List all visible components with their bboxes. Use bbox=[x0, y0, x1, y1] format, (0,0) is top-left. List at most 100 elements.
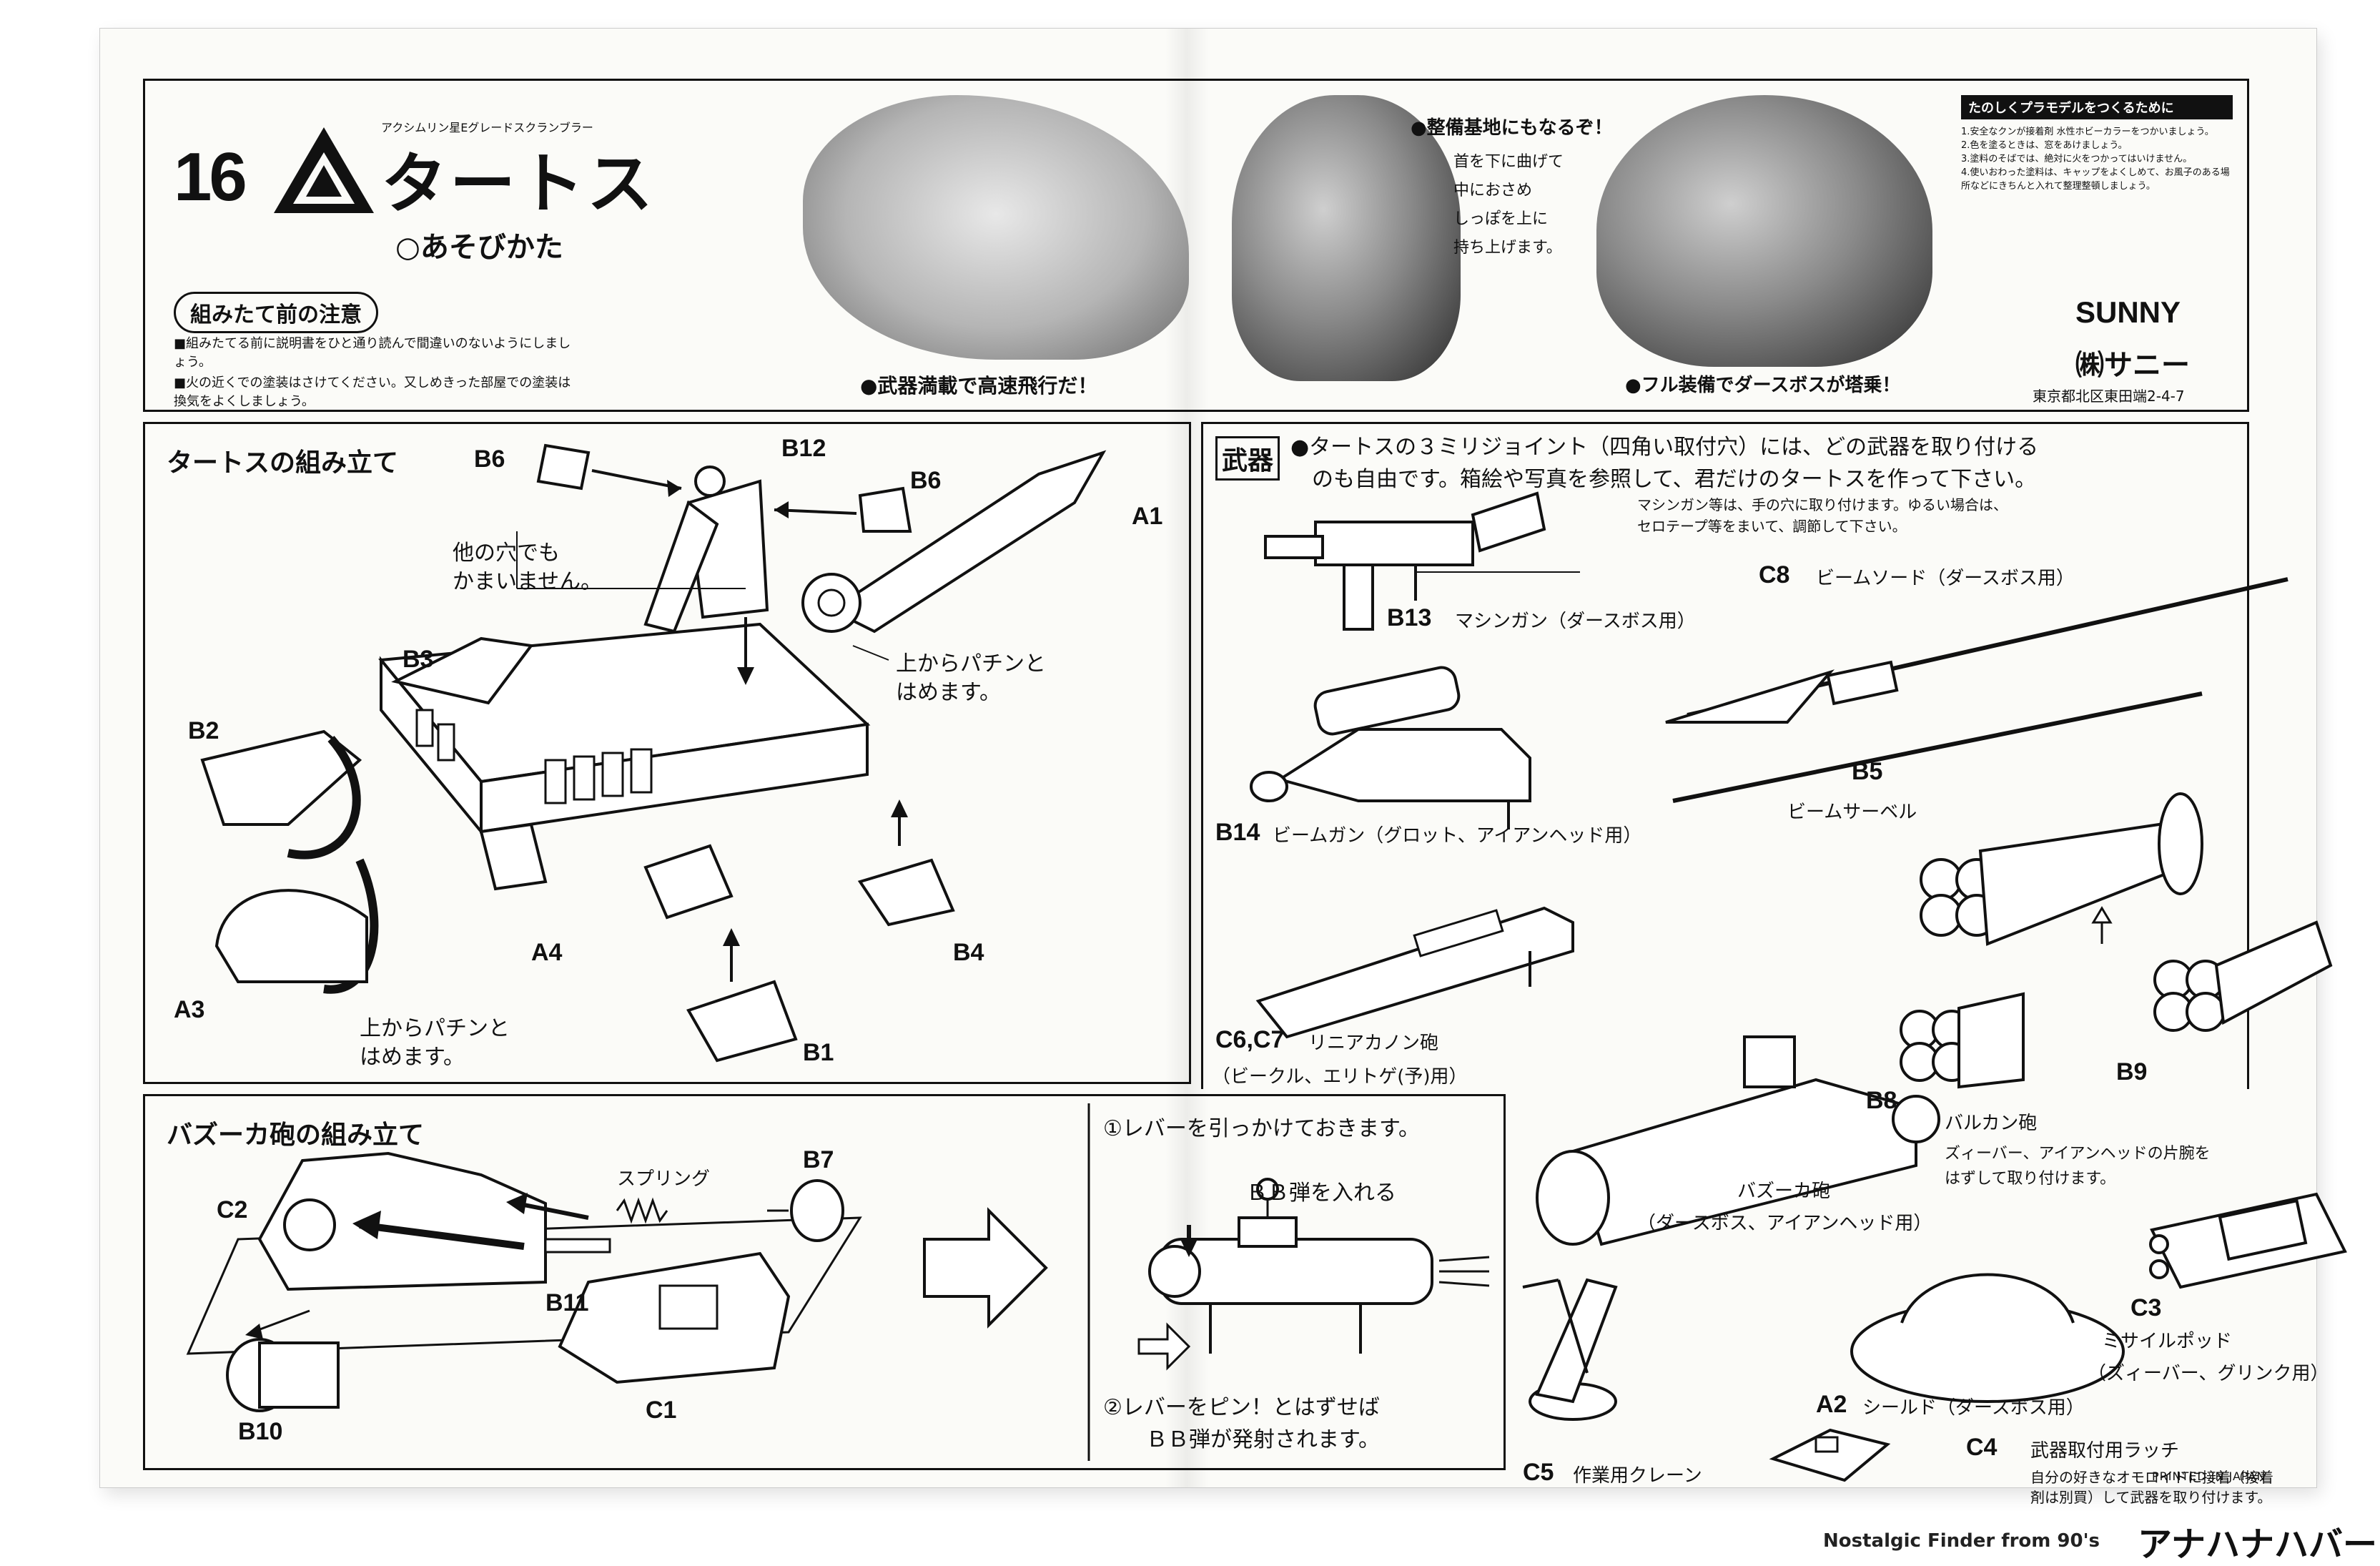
company-name: ㈱サニー bbox=[2075, 349, 2190, 382]
weapon-code-c3: C3 bbox=[2130, 1294, 2162, 1321]
weapons-diagram bbox=[1250, 491, 2347, 1482]
photo-tartos-flight bbox=[803, 95, 1189, 360]
subtitle-ruby: アクシムリン星Eグレードスクランブラー bbox=[381, 121, 593, 134]
triangle-a-emblem-icon bbox=[274, 127, 374, 213]
snap-note-line: はめます。 bbox=[896, 680, 1001, 705]
part-label-b12: B12 bbox=[781, 435, 826, 462]
part-label-b4: B4 bbox=[953, 939, 984, 966]
watermark-japanese: アナハナハバー bbox=[2138, 1525, 2378, 1565]
weapon-name-c3: ミサイルポッド bbox=[2102, 1331, 2233, 1352]
weapon-name-c8: ビームソード（ダースボス用） bbox=[1816, 568, 2075, 589]
weapons-intro-line1: ●タートスの３ミリジョイント（四角い取付穴）には、どの武器を取り付ける bbox=[1290, 435, 2039, 460]
bazooka-step-2-line2: ＢＢ弾が発射されます。 bbox=[1146, 1427, 1380, 1452]
weapon-note-c3: （ズィーバー、グリンク用） bbox=[2088, 1363, 2329, 1384]
safety-item: 2.色を塗るときは、窓をあけましょう。 bbox=[1961, 140, 2128, 151]
hole-note-line: かまいません。 bbox=[453, 569, 603, 594]
photo-note-line: 中におさめ bbox=[1453, 182, 1533, 200]
latch-note-line2: 剤は別買）して武器を取り付けます。 bbox=[2030, 1489, 2272, 1506]
photo-caption-flight: ●武器満載で高速飛行だ！ bbox=[860, 374, 1098, 398]
weapon-code-b14: B14 bbox=[1215, 819, 1260, 846]
weapon-code-a2: A2 bbox=[1816, 1391, 1847, 1418]
weapons-panel bbox=[1201, 422, 2249, 1089]
printed-in-japan: PRINTED IN JAPAN bbox=[2152, 1469, 2266, 1483]
part-label-b10: B10 bbox=[238, 1418, 283, 1445]
part-label-a1: A1 bbox=[1132, 503, 1163, 530]
weapon-name-c6-c7: リニアカノン砲 bbox=[1308, 1033, 1439, 1054]
assembly-title: タートスの組み立て bbox=[167, 448, 399, 478]
weapon-code-b9: B9 bbox=[2116, 1058, 2148, 1085]
snap-note-line: 上からパチンと bbox=[360, 1016, 510, 1041]
part-label-b11: B11 bbox=[545, 1289, 589, 1316]
assembly-panel: タートスの組み立て bbox=[143, 422, 1191, 1084]
weapons-title: 武器 bbox=[1221, 446, 1273, 476]
safety-box: たのしくプラモデルをつくるために 1.安全なクンが接着剤 水性ホビーカラーをつか… bbox=[1961, 95, 2233, 245]
photo-note-line: 首を下に曲げて bbox=[1453, 153, 1564, 171]
hole-note-line: 他の穴でも bbox=[453, 541, 560, 566]
part-label-c2: C2 bbox=[217, 1196, 248, 1223]
weapon-name-b9: バルカン砲 bbox=[1945, 1113, 2038, 1134]
part-label-b6-right: B6 bbox=[910, 467, 942, 494]
weapons-intro-line2: のも自由です。箱絵や写真を参照して、君だけのタートスを作って下さい。 bbox=[1312, 467, 2037, 492]
spring-label: スプリング bbox=[617, 1168, 711, 1190]
safety-item: 1.安全なクンが接着剤 水性ホビーカラーをつかいましょう。 bbox=[1961, 127, 2214, 137]
tape-note-line1: マシンガン等は、手の穴に取り付けます。ゆるい場合は、 bbox=[1637, 496, 2008, 513]
weapon-code-c4: C4 bbox=[1966, 1434, 1998, 1461]
bazooka-step-1: ①レバーを引っかけておきます。 bbox=[1103, 1116, 1420, 1141]
photo-caption-base: ●整備基地にもなるぞ！ bbox=[1411, 117, 1613, 139]
weapon-code-c5: C5 bbox=[1523, 1459, 1554, 1486]
part-label-b2: B2 bbox=[188, 717, 219, 744]
caution-item: ■火の近くでの塗装はさけてください。又しめきった部屋での塗装は換気をよくしましょ… bbox=[174, 375, 571, 409]
weapon-name-b14: ビームガン（グロット、アイアンヘッド用） bbox=[1273, 825, 1642, 847]
weapon-note-b9: はずして取り付けます。 bbox=[1945, 1170, 2116, 1188]
watermark-english: Nostalgic Finder from 90's bbox=[1823, 1530, 2100, 1552]
tartos-assembly-diagram bbox=[200, 443, 1107, 1063]
photo-maintenance-base bbox=[1232, 95, 1461, 381]
photo-note-line: 持ち上げます。 bbox=[1453, 239, 1562, 257]
brand-logo: SUNNY bbox=[2075, 295, 2181, 329]
part-label-c1: C1 bbox=[646, 1397, 677, 1424]
part-label-b1: B1 bbox=[803, 1039, 834, 1066]
safety-title: たのしくプラモデルをつくるために bbox=[1961, 95, 2233, 119]
weapon-note-bazooka: （ダースボス、アイアンヘッド用） bbox=[1637, 1213, 1932, 1234]
caution-title-box: 組みたて前の注意 bbox=[174, 292, 378, 333]
snap-note-line: 上からパチンと bbox=[896, 651, 1046, 676]
weapon-note-b9: ズィーバー、アイアンヘッドの片腕を bbox=[1945, 1145, 2211, 1163]
bazooka-step-2-line1: ②レバーをピン！とはずせば bbox=[1103, 1395, 1380, 1420]
weapon-name-c5: 作業用クレーン bbox=[1573, 1465, 1702, 1487]
weapon-code-c6-c7: C6,C7 bbox=[1215, 1026, 1285, 1053]
snap-note-line: はめます。 bbox=[360, 1045, 465, 1070]
tape-note-line2: セロテープ等をまいて、調節して下さい。 bbox=[1637, 518, 1907, 535]
weapon-code-b8: B8 bbox=[1866, 1087, 1897, 1114]
bb-insert-label: ＢＢ弾を入れる bbox=[1246, 1181, 1396, 1206]
photo-note-line: しっぽを上に bbox=[1453, 210, 1549, 228]
weapon-note-c6-c7: （ビークル、エリトゲ(予)用） bbox=[1212, 1066, 1468, 1088]
caution-title: 組みたて前の注意 bbox=[190, 302, 362, 328]
weapon-code-c8: C8 bbox=[1759, 561, 1790, 589]
kit-title: タートス bbox=[381, 146, 656, 222]
weapon-name-b5: ビームサーベル bbox=[1787, 802, 1917, 823]
weapons-title-box: 武器 bbox=[1215, 436, 1280, 481]
caution-item: ■組みたてる前に説明書をひと通り読んで間違いのないようにしましょう。 bbox=[174, 336, 571, 370]
safety-item: 4.使いおわった塗料は、キャップをよくしめて、お風子のある場所などにきちんと入れ… bbox=[1961, 167, 2230, 192]
weapon-name-a2: シールド（ダースボス用） bbox=[1862, 1397, 2085, 1419]
company-address: 東京都北区東田端2-4-7 bbox=[2033, 388, 2185, 405]
header-panel: 16 アクシムリン星Eグレードスクランブラー タートス ○あそびかた 組みたて前… bbox=[143, 79, 2249, 412]
weapon-code-b13: B13 bbox=[1387, 604, 1432, 631]
part-label-b7: B7 bbox=[803, 1146, 834, 1173]
latch-note-line1: 自分の好きなオモロイドに接着（接着 bbox=[2030, 1469, 2273, 1486]
kit-number: 16 bbox=[174, 139, 247, 215]
bazooka-title: バズーカ砲の組み立て bbox=[167, 1121, 425, 1150]
part-label-a3: A3 bbox=[174, 996, 205, 1023]
weapon-code-b5: B5 bbox=[1852, 758, 1883, 785]
bazooka-assembly-diagram bbox=[186, 1103, 1490, 1461]
part-label-b3: B3 bbox=[403, 646, 434, 673]
weapon-name-c4: 武器取付用ラッチ bbox=[2030, 1440, 2180, 1462]
photo-caption-full: ●フル装備でダースボスが塔乗！ bbox=[1625, 375, 1901, 396]
part-label-a4: A4 bbox=[531, 939, 563, 966]
safety-item: 3.塗料のそばでは、絶対に火をつかってはいけません。 bbox=[1961, 154, 2193, 164]
part-label-b6-left: B6 bbox=[474, 445, 505, 473]
bazooka-panel: バズーカ砲の組み立て bbox=[143, 1094, 1506, 1470]
photo-full-equipment bbox=[1596, 95, 1932, 367]
instruction-sheet: 16 アクシムリン星Eグレードスクランブラー タートス ○あそびかた 組みたて前… bbox=[100, 29, 2347, 1506]
weapon-name-b13: マシンガン（ダースボス用） bbox=[1455, 611, 1696, 632]
